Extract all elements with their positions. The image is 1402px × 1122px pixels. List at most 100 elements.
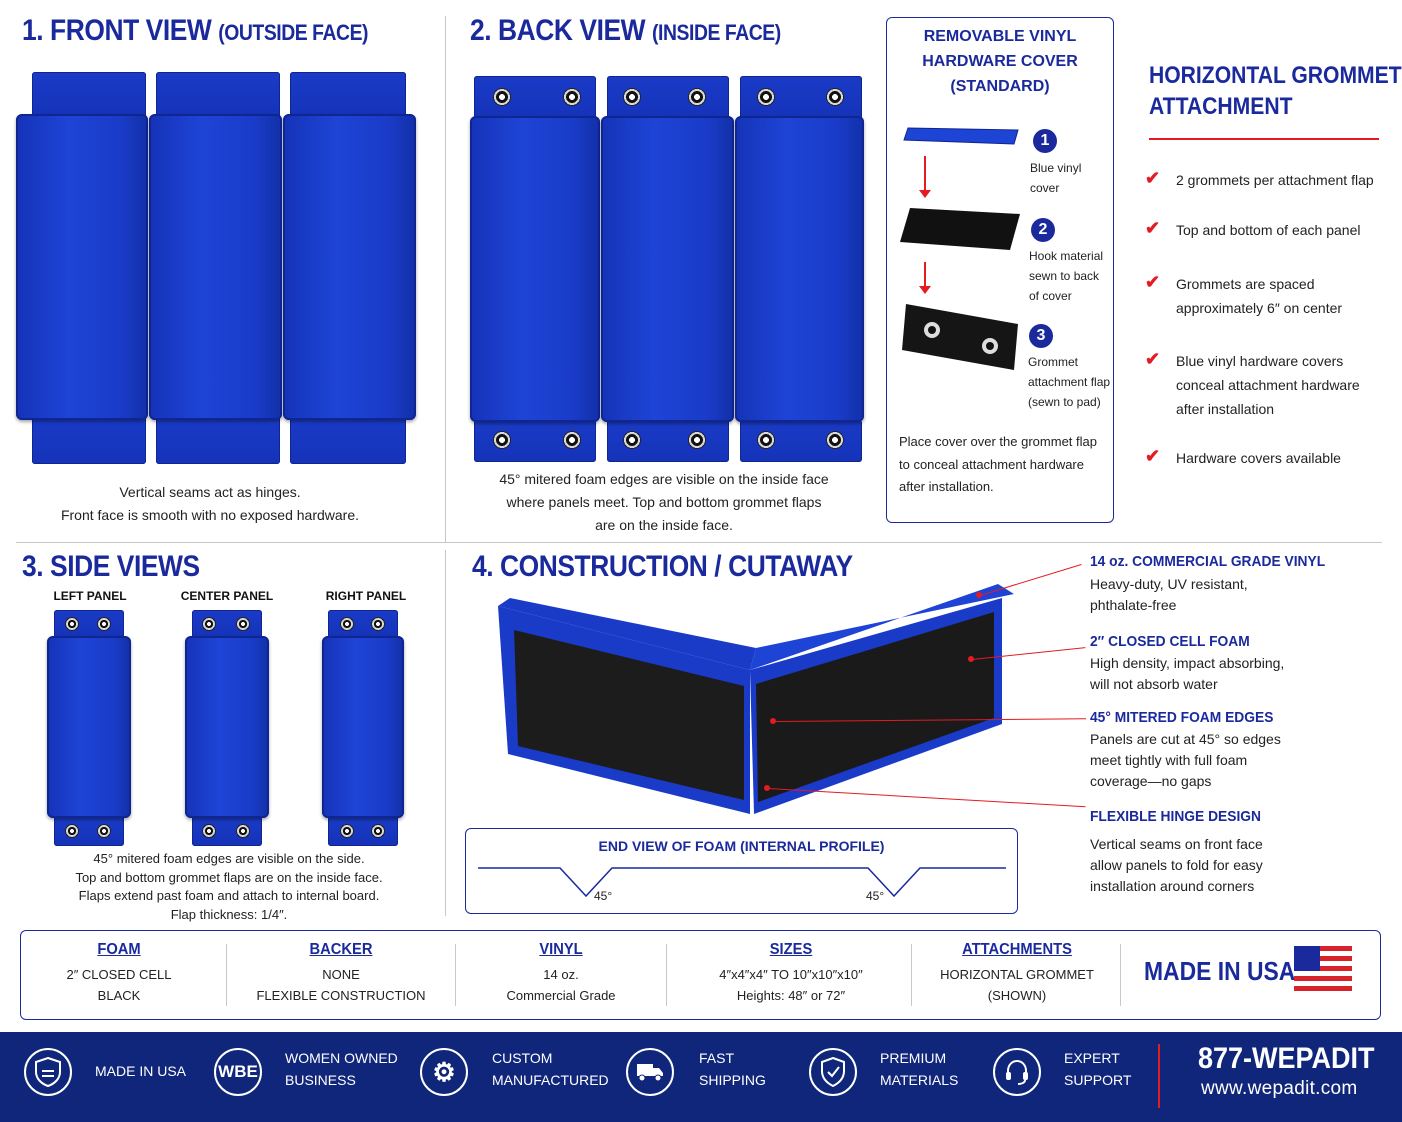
step-3-badge: 3 bbox=[1029, 324, 1053, 348]
grommet-icon bbox=[236, 824, 250, 838]
back-view-caption: 45° mitered foam edges are visible on th… bbox=[499, 471, 829, 533]
usa-flag-icon bbox=[1294, 946, 1352, 994]
step-2-badge: 2 bbox=[1031, 218, 1055, 242]
gear-icon: ⚙ bbox=[420, 1048, 468, 1096]
spec-backer-title: BACKER bbox=[309, 941, 373, 958]
grommet-flap-icon bbox=[898, 302, 1022, 372]
side-label-center: CENTER PANEL bbox=[180, 589, 274, 603]
check-icon: ✔ bbox=[1145, 446, 1161, 466]
front-view-title: 1. FRONT VIEW (OUTSIDE FACE) bbox=[22, 14, 369, 47]
grommet-icon bbox=[688, 88, 706, 106]
grommet-icon bbox=[371, 617, 385, 631]
cutaway-illustration bbox=[494, 578, 1024, 824]
back-view-title: 2. BACK VIEW (INSIDE FACE) bbox=[470, 14, 781, 47]
end-view-box bbox=[465, 828, 1018, 914]
footer-divider bbox=[1158, 1044, 1160, 1108]
arrow-down-icon bbox=[924, 262, 926, 290]
grommet-icon bbox=[688, 431, 706, 449]
angle-left-label: 45° bbox=[594, 889, 613, 903]
divider bbox=[16, 542, 1382, 543]
grommet-icon bbox=[371, 824, 385, 838]
grommet-icon bbox=[757, 88, 775, 106]
grommet-bullet: Hardware covers available bbox=[1176, 450, 1341, 466]
hardware-cover-box bbox=[886, 17, 1114, 523]
grommet-icon bbox=[623, 431, 641, 449]
grommet-icon bbox=[65, 617, 79, 631]
front-panel-center bbox=[149, 114, 282, 420]
grommet-icon bbox=[236, 617, 250, 631]
wbe-icon: WBE bbox=[214, 1048, 262, 1096]
divider bbox=[445, 550, 446, 916]
spec-attachments-title: ATTACHMENTS bbox=[962, 941, 1072, 958]
grommet-icon bbox=[493, 88, 511, 106]
grommet-icon bbox=[97, 824, 111, 838]
truck-icon bbox=[626, 1048, 674, 1096]
grommet-icon bbox=[493, 431, 511, 449]
foam-profile-diagram bbox=[476, 862, 1008, 902]
arrow-down-icon bbox=[924, 156, 926, 194]
made-in-usa-text: MADE IN USA bbox=[1144, 956, 1296, 986]
callout-vinyl-title: 14 oz. COMMERCIAL GRADE VINYL bbox=[1090, 553, 1326, 570]
spec-foam-title: FOAM bbox=[97, 941, 141, 958]
grommet-icon bbox=[826, 88, 844, 106]
hardware-cover-title: REMOVABLE VINYL HARDWARE COVER (STANDARD… bbox=[922, 28, 1078, 95]
front-panel-left bbox=[16, 114, 148, 420]
spec-sizes-title: SIZES bbox=[769, 941, 813, 958]
end-view-title: END VIEW OF FOAM (INTERNAL PROFILE) bbox=[598, 838, 885, 854]
grommet-bullet: Top and bottom of each panel bbox=[1176, 222, 1361, 238]
callout-hinge-title: FLEXIBLE HINGE DESIGN bbox=[1090, 808, 1261, 825]
grommet-title: HORIZONTAL GROMMET ATTACHMENT bbox=[1149, 62, 1402, 120]
grommet-bullet: 2 grommets per attachment flap bbox=[1176, 172, 1374, 188]
angle-right-label: 45° bbox=[866, 889, 885, 903]
cover-note: Place cover over the grommet flap to con… bbox=[899, 434, 1097, 494]
callout-foam-title: 2″ CLOSED CELL FOAM bbox=[1090, 633, 1250, 650]
grommet-icon bbox=[340, 617, 354, 631]
front-view-caption: Vertical seams act as hinges. Front face… bbox=[60, 484, 360, 523]
callout-foam-body: High density, impact absorbing,will not … bbox=[1090, 655, 1285, 692]
front-panel-right bbox=[283, 114, 416, 420]
spec-bar bbox=[20, 930, 1381, 1020]
spec-vinyl-body: 14 oz.Commercial Grade bbox=[506, 967, 616, 1003]
grommet-icon bbox=[202, 824, 216, 838]
side-label-left: LEFT PANEL bbox=[53, 589, 127, 603]
check-icon: ✔ bbox=[1145, 168, 1161, 188]
callout-miter-title: 45° MITERED FOAM EDGES bbox=[1090, 709, 1274, 726]
spec-attachments-body: HORIZONTAL GROMMET(SHOWN) bbox=[940, 967, 1094, 1003]
grommet-icon bbox=[563, 88, 581, 106]
title-underline bbox=[1149, 138, 1379, 140]
shield-flag-icon bbox=[24, 1048, 72, 1096]
website-link[interactable]: www.wepadit.com bbox=[1201, 1078, 1358, 1099]
grommet-icon bbox=[563, 431, 581, 449]
spec-vinyl-title: VINYL bbox=[539, 941, 583, 958]
divider bbox=[445, 16, 446, 542]
grommet-icon bbox=[340, 824, 354, 838]
check-icon: ✔ bbox=[1145, 349, 1161, 369]
shield-check-icon bbox=[809, 1048, 857, 1096]
phone-number[interactable]: 877-WEPADIT bbox=[1198, 1042, 1375, 1075]
construction-title: 4. CONSTRUCTION / CUTAWAY bbox=[472, 550, 853, 583]
side-views-title: 3. SIDE VIEWS bbox=[22, 550, 200, 583]
cover-strip-icon bbox=[902, 126, 1020, 146]
grommet-icon bbox=[826, 431, 844, 449]
grommet-icon bbox=[97, 617, 111, 631]
grommet-icon bbox=[65, 824, 79, 838]
callout-vinyl-body: Heavy-duty, UV resistant,phthalate-free bbox=[1090, 576, 1248, 613]
check-icon: ✔ bbox=[1145, 218, 1161, 238]
check-icon: ✔ bbox=[1145, 272, 1161, 292]
hook-material-icon bbox=[898, 206, 1022, 252]
step-1-badge: 1 bbox=[1033, 129, 1057, 153]
footer-made-in-usa: MADE IN USA bbox=[95, 1063, 187, 1079]
grommet-icon bbox=[757, 431, 775, 449]
